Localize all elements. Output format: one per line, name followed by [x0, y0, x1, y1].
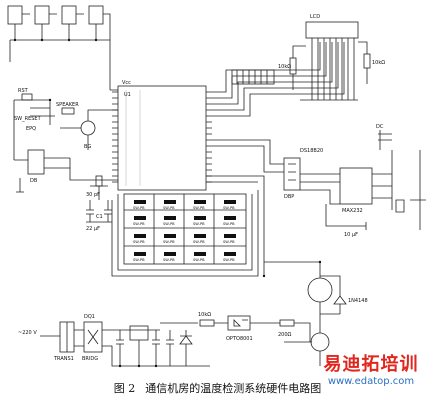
speaker-label: SPEAKER — [56, 102, 79, 108]
watermark: 易迪拓培训 www.edatop.com — [301, 350, 441, 387]
rst-label: RST — [18, 88, 29, 94]
cap-10u-label: 10 μF — [344, 232, 358, 238]
epq-label: EPQ — [26, 126, 36, 132]
key-label: SW-PB — [163, 240, 175, 244]
key-label: SW-PB — [133, 258, 145, 262]
watermark-brand: 易迪拓培训 — [323, 354, 419, 375]
ds18b20-label: DS18B20 — [300, 148, 323, 154]
max232-label: MAX232 — [342, 208, 363, 214]
key-label: SW-PB — [133, 206, 145, 210]
speaker-transistor — [80, 120, 96, 136]
cap-22u-label: 22 μF — [86, 226, 100, 232]
crystal — [95, 175, 103, 187]
motor — [307, 277, 333, 303]
led-module-4 — [88, 5, 104, 25]
flyback-diode — [333, 295, 347, 305]
key-label: SW-PB — [163, 258, 175, 262]
bg-label: BG — [84, 144, 91, 150]
dbp-label: DBP — [284, 194, 294, 200]
max232-chip — [339, 167, 373, 205]
dc-label: DC — [376, 124, 384, 130]
caption-text: 通信机房的温度检测系统硬件电路图 — [145, 382, 322, 395]
keypad-frame — [123, 193, 247, 265]
u1-label: U1 — [124, 92, 131, 98]
db9-connector — [283, 157, 301, 191]
bridge-label: BRIDG — [82, 356, 98, 362]
reset-resistor — [21, 93, 33, 101]
led-module-2 — [34, 5, 50, 25]
cap-30p-label: 30 pF — [86, 192, 100, 198]
lcd-label: LCD — [310, 14, 320, 20]
key-label: SW-PB — [223, 206, 235, 210]
speaker — [61, 107, 75, 115]
optocoupler — [227, 315, 251, 331]
power-led — [179, 335, 193, 345]
key-label: SW-PB — [223, 258, 235, 262]
bridge-rectifier — [83, 321, 103, 353]
key-label: SW-PB — [193, 240, 205, 244]
key-label: SW-PB — [133, 222, 145, 226]
lcd-resistor-label: 10kΩ — [278, 64, 291, 70]
lcd-pot — [363, 53, 371, 69]
key-label: SW-PB — [193, 258, 205, 262]
lcd-module — [305, 21, 359, 39]
reset-chip — [27, 149, 45, 175]
key-label: SW-PB — [223, 222, 235, 226]
regulator — [129, 325, 149, 341]
key-label: SW-PB — [193, 206, 205, 210]
transformer-label: TRANS1 — [53, 356, 74, 362]
opto-label: OPTO8001 — [226, 336, 253, 342]
caption-number: 图 2 — [113, 382, 136, 395]
sw-reset-label: SW_RESET — [14, 116, 42, 122]
key-label: SW-PB — [193, 222, 205, 226]
key-label: SW-PB — [163, 222, 175, 226]
vcc-label: Vcc — [122, 80, 131, 86]
led-module-3 — [61, 5, 77, 25]
led-module-1 — [7, 5, 23, 25]
output-resistor-label: 200Ω — [278, 332, 292, 338]
dq1-label: DQ1 — [84, 314, 95, 320]
opto-resistor-label: 10kΩ — [198, 312, 211, 318]
mains-label: ~220 V — [18, 330, 37, 336]
relay-transistor — [310, 332, 330, 352]
c1-label: C1 — [96, 214, 103, 220]
key-label: SW-PB — [163, 206, 175, 210]
output-resistor — [279, 319, 295, 327]
figure-caption: 图 2 通信机房的温度检测系统硬件电路图 — [0, 380, 445, 396]
mcu-chip — [117, 85, 207, 191]
db-label: DB — [30, 178, 38, 184]
dip-switch — [231, 69, 275, 85]
key-label: SW-PB — [223, 240, 235, 244]
watermark-url: www.edatop.com — [327, 376, 415, 387]
diode-label: 1N4148 — [348, 298, 368, 304]
opto-resistor — [199, 319, 215, 327]
key-label: SW-PB — [133, 240, 145, 244]
lcd-pot-label: 10kΩ — [372, 60, 385, 66]
